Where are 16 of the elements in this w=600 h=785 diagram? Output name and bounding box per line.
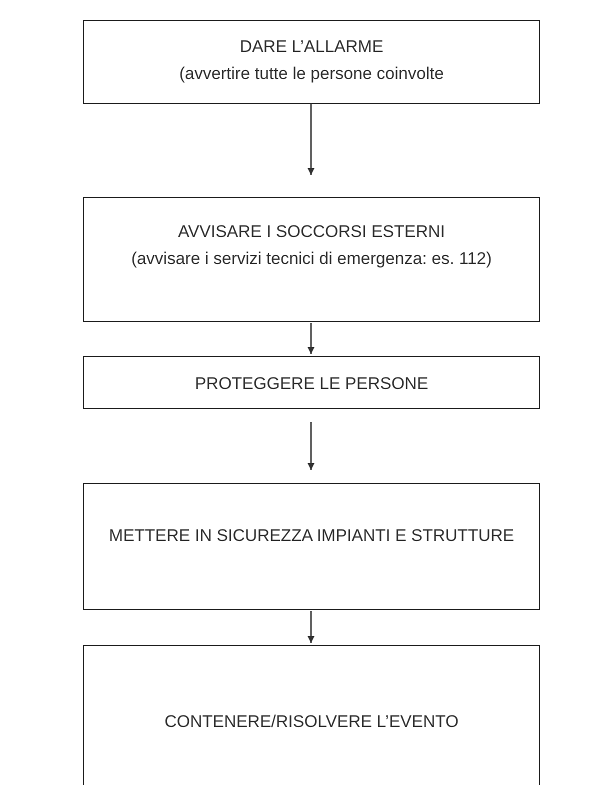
process-box — [83, 645, 540, 785]
process-box — [83, 20, 540, 104]
step-title: METTERE IN SICUREZZA IMPIANTI E STRUTTURE — [108, 525, 514, 547]
process-box — [83, 197, 540, 322]
step-title: AVVISARE I SOCCORSI ESTERNI — [178, 221, 446, 243]
step-note: (avvertire tutte le persone coinvolte — [179, 63, 444, 86]
arrow — [308, 611, 314, 643]
step-title: PROTEGGERE LE PERSONE — [194, 373, 428, 395]
arrow — [308, 323, 314, 354]
step-title: DARE L’ALLARME — [240, 36, 384, 58]
step-note: (avvisare i servizi tecnici di emergenza: es. 112) — [131, 248, 492, 270]
step-title: CONTENERE/RISOLVERE L’EVENTO — [164, 711, 459, 733]
process-box — [83, 356, 540, 409]
arrow — [308, 104, 314, 175]
arrow — [308, 422, 314, 470]
process-box — [83, 483, 540, 610]
